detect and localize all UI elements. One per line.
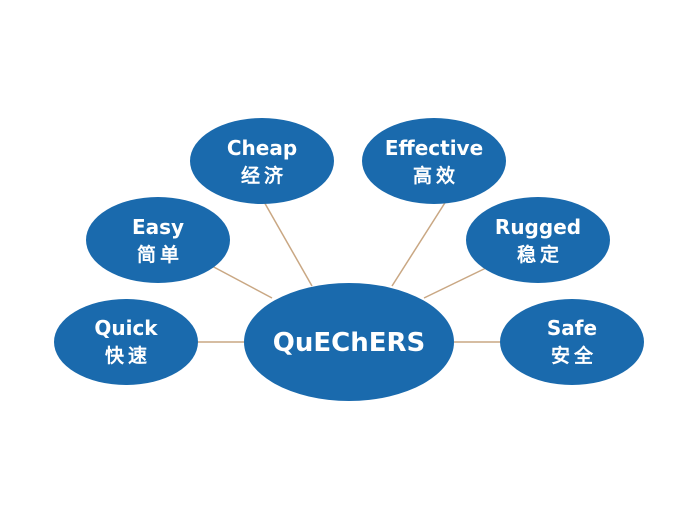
node-effective: Effective 高效 <box>362 118 506 204</box>
node-safe: Safe 安全 <box>500 299 644 385</box>
connectors <box>198 197 500 343</box>
center-node: QuEChERS <box>244 283 454 401</box>
node-easy: Easy 简单 <box>86 197 230 283</box>
connector-easy <box>209 264 273 299</box>
node-safe-label-en: Safe <box>547 316 597 340</box>
node-quick-label-zh: 快速 <box>105 344 151 367</box>
node-effective-ellipse <box>362 118 506 204</box>
node-effective-label-zh: 高效 <box>413 164 459 187</box>
node-quick-ellipse <box>54 299 198 385</box>
node-rugged-label-en: Rugged <box>495 215 581 239</box>
node-rugged-ellipse <box>466 197 610 283</box>
node-cheap-label-en: Cheap <box>227 136 297 160</box>
node-cheap-ellipse <box>190 118 334 204</box>
connector-effective <box>391 197 449 287</box>
center-label: QuEChERS <box>273 328 425 358</box>
node-easy-ellipse <box>86 197 230 283</box>
center-ellipse <box>244 283 454 401</box>
node-rugged: Rugged 稳定 <box>466 197 610 283</box>
node-easy-label-en: Easy <box>132 215 184 239</box>
node-cheap-label-zh: 经济 <box>241 164 287 187</box>
node-effective-label-en: Effective <box>385 136 483 160</box>
connector-cheap <box>262 199 313 287</box>
node-rugged-label-zh: 稳定 <box>517 243 563 266</box>
node-quick-label-en: Quick <box>94 316 158 340</box>
node-easy-label-zh: 简单 <box>137 243 183 266</box>
node-quick: Quick 快速 <box>54 299 198 385</box>
node-cheap: Cheap 经济 <box>190 118 334 204</box>
node-safe-label-zh: 安全 <box>551 344 597 367</box>
connector-rugged <box>423 267 487 299</box>
node-safe-ellipse <box>500 299 644 385</box>
